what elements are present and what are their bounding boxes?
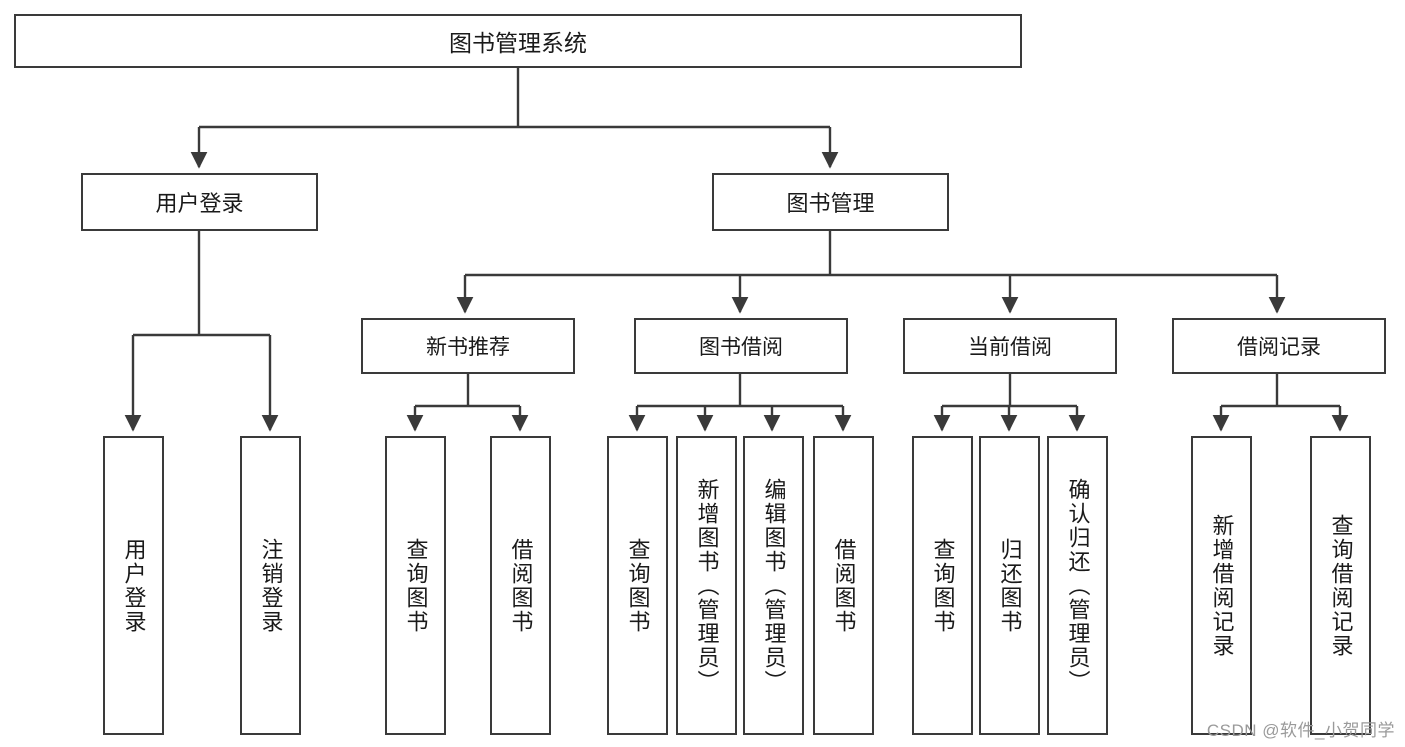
node-label: 查询图书 [625, 537, 651, 634]
node-label: 查询图书 [403, 537, 429, 634]
node-label: 图书管理系统 [449, 30, 587, 56]
node-label: 借阅图书 [508, 537, 534, 634]
node-label: 当前借阅 [968, 336, 1052, 359]
node-new-book-recommend[interactable]: 新书推荐 [361, 318, 575, 374]
leaf-borrow-edit-book-admin[interactable]: 编辑图书（管理员） [743, 436, 804, 735]
node-label: 归还图书 [997, 537, 1023, 634]
leaf-user-login-login[interactable]: 用户登录 [103, 436, 164, 735]
leaf-recommend-borrow-book[interactable]: 借阅图书 [490, 436, 551, 735]
node-label: 新增图书（管理员） [694, 477, 720, 694]
node-root-system[interactable]: 图书管理系统 [14, 14, 1022, 68]
leaf-recommend-query-book[interactable]: 查询图书 [385, 436, 446, 735]
node-label: 查询借阅记录 [1328, 513, 1354, 658]
node-current-borrow[interactable]: 当前借阅 [903, 318, 1117, 374]
leaf-record-query-record[interactable]: 查询借阅记录 [1310, 436, 1371, 735]
leaf-current-confirm-return-admin[interactable]: 确认归还（管理员） [1047, 436, 1108, 735]
node-book-borrow[interactable]: 图书借阅 [634, 318, 848, 374]
node-label: 用户登录 [155, 191, 244, 216]
node-book-management[interactable]: 图书管理 [712, 173, 949, 231]
node-user-login[interactable]: 用户登录 [81, 173, 318, 231]
leaf-record-add-record[interactable]: 新增借阅记录 [1191, 436, 1252, 735]
node-label: 用户登录 [121, 537, 147, 634]
node-label: 编辑图书（管理员） [761, 477, 787, 694]
node-label: 图书借阅 [699, 336, 783, 359]
node-label: 新书推荐 [426, 336, 510, 359]
node-label: 借阅图书 [831, 537, 857, 634]
leaf-user-login-logout[interactable]: 注销登录 [240, 436, 301, 735]
node-label: 查询图书 [930, 537, 956, 634]
leaf-borrow-query-book[interactable]: 查询图书 [607, 436, 668, 735]
node-borrow-record[interactable]: 借阅记录 [1172, 318, 1386, 374]
leaf-borrow-add-book-admin[interactable]: 新增图书（管理员） [676, 436, 737, 735]
node-label: 借阅记录 [1237, 336, 1321, 359]
node-label: 图书管理 [786, 191, 875, 216]
watermark-text: CSDN @软件_小贺同学 [1206, 721, 1395, 740]
leaf-borrow-borrow-book[interactable]: 借阅图书 [813, 436, 874, 735]
leaf-current-query-book[interactable]: 查询图书 [912, 436, 973, 735]
node-label: 新增借阅记录 [1209, 513, 1235, 658]
node-label: 注销登录 [258, 537, 284, 634]
leaf-current-return-book[interactable]: 归还图书 [979, 436, 1040, 735]
node-label: 确认归还（管理员） [1065, 477, 1091, 694]
